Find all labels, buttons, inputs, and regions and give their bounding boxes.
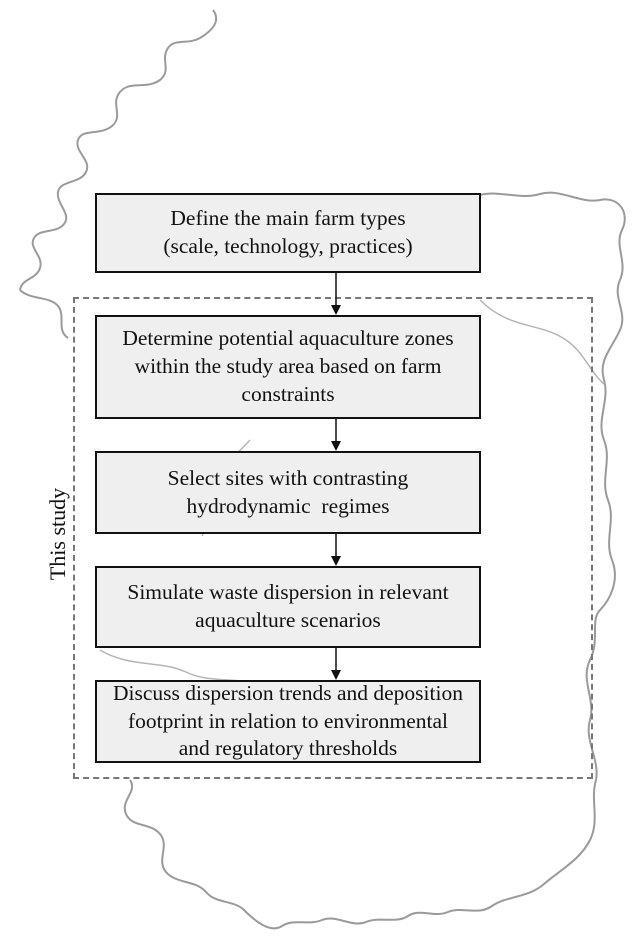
step-2-line-1: Determine potential aquaculture zones [122,326,454,351]
step-3-line-1: Select sites with contrasting [167,465,409,490]
step-box-4: Simulate waste dispersion in relevant aq… [95,566,481,648]
step-3-line-2: hydrodynamic regimes [186,493,390,518]
step-5-line-3: and regulatory thresholds [178,736,398,761]
coastline-path [19,9,626,930]
this-study-frame [73,297,593,779]
step-1-line-1: Define the main farm types [170,206,406,231]
step-1-line-2: (scale, technology, practices) [163,234,413,258]
step-box-3: Select sites with contrasting hydrodynam… [95,451,481,534]
this-study-label: This study [45,487,70,581]
step-5-line-2: footprint in relation to environmental [127,708,449,733]
step-2-line-2: within the study area based on farm [134,354,442,379]
step-box-1: Define the main farm types (scale, techn… [95,193,481,273]
step-4-line-2: aquaculture scenarios [195,608,381,632]
step-4-line-1: Simulate waste dispersion in relevant [127,580,449,605]
step-2-line-3: constraints [241,381,335,406]
step-box-2: Determine potential aquaculture zones wi… [95,315,481,419]
step-box-5: Discuss dispersion trends and deposition… [95,680,481,763]
step-5-line-1: Discuss dispersion trends and deposition [113,680,463,705]
